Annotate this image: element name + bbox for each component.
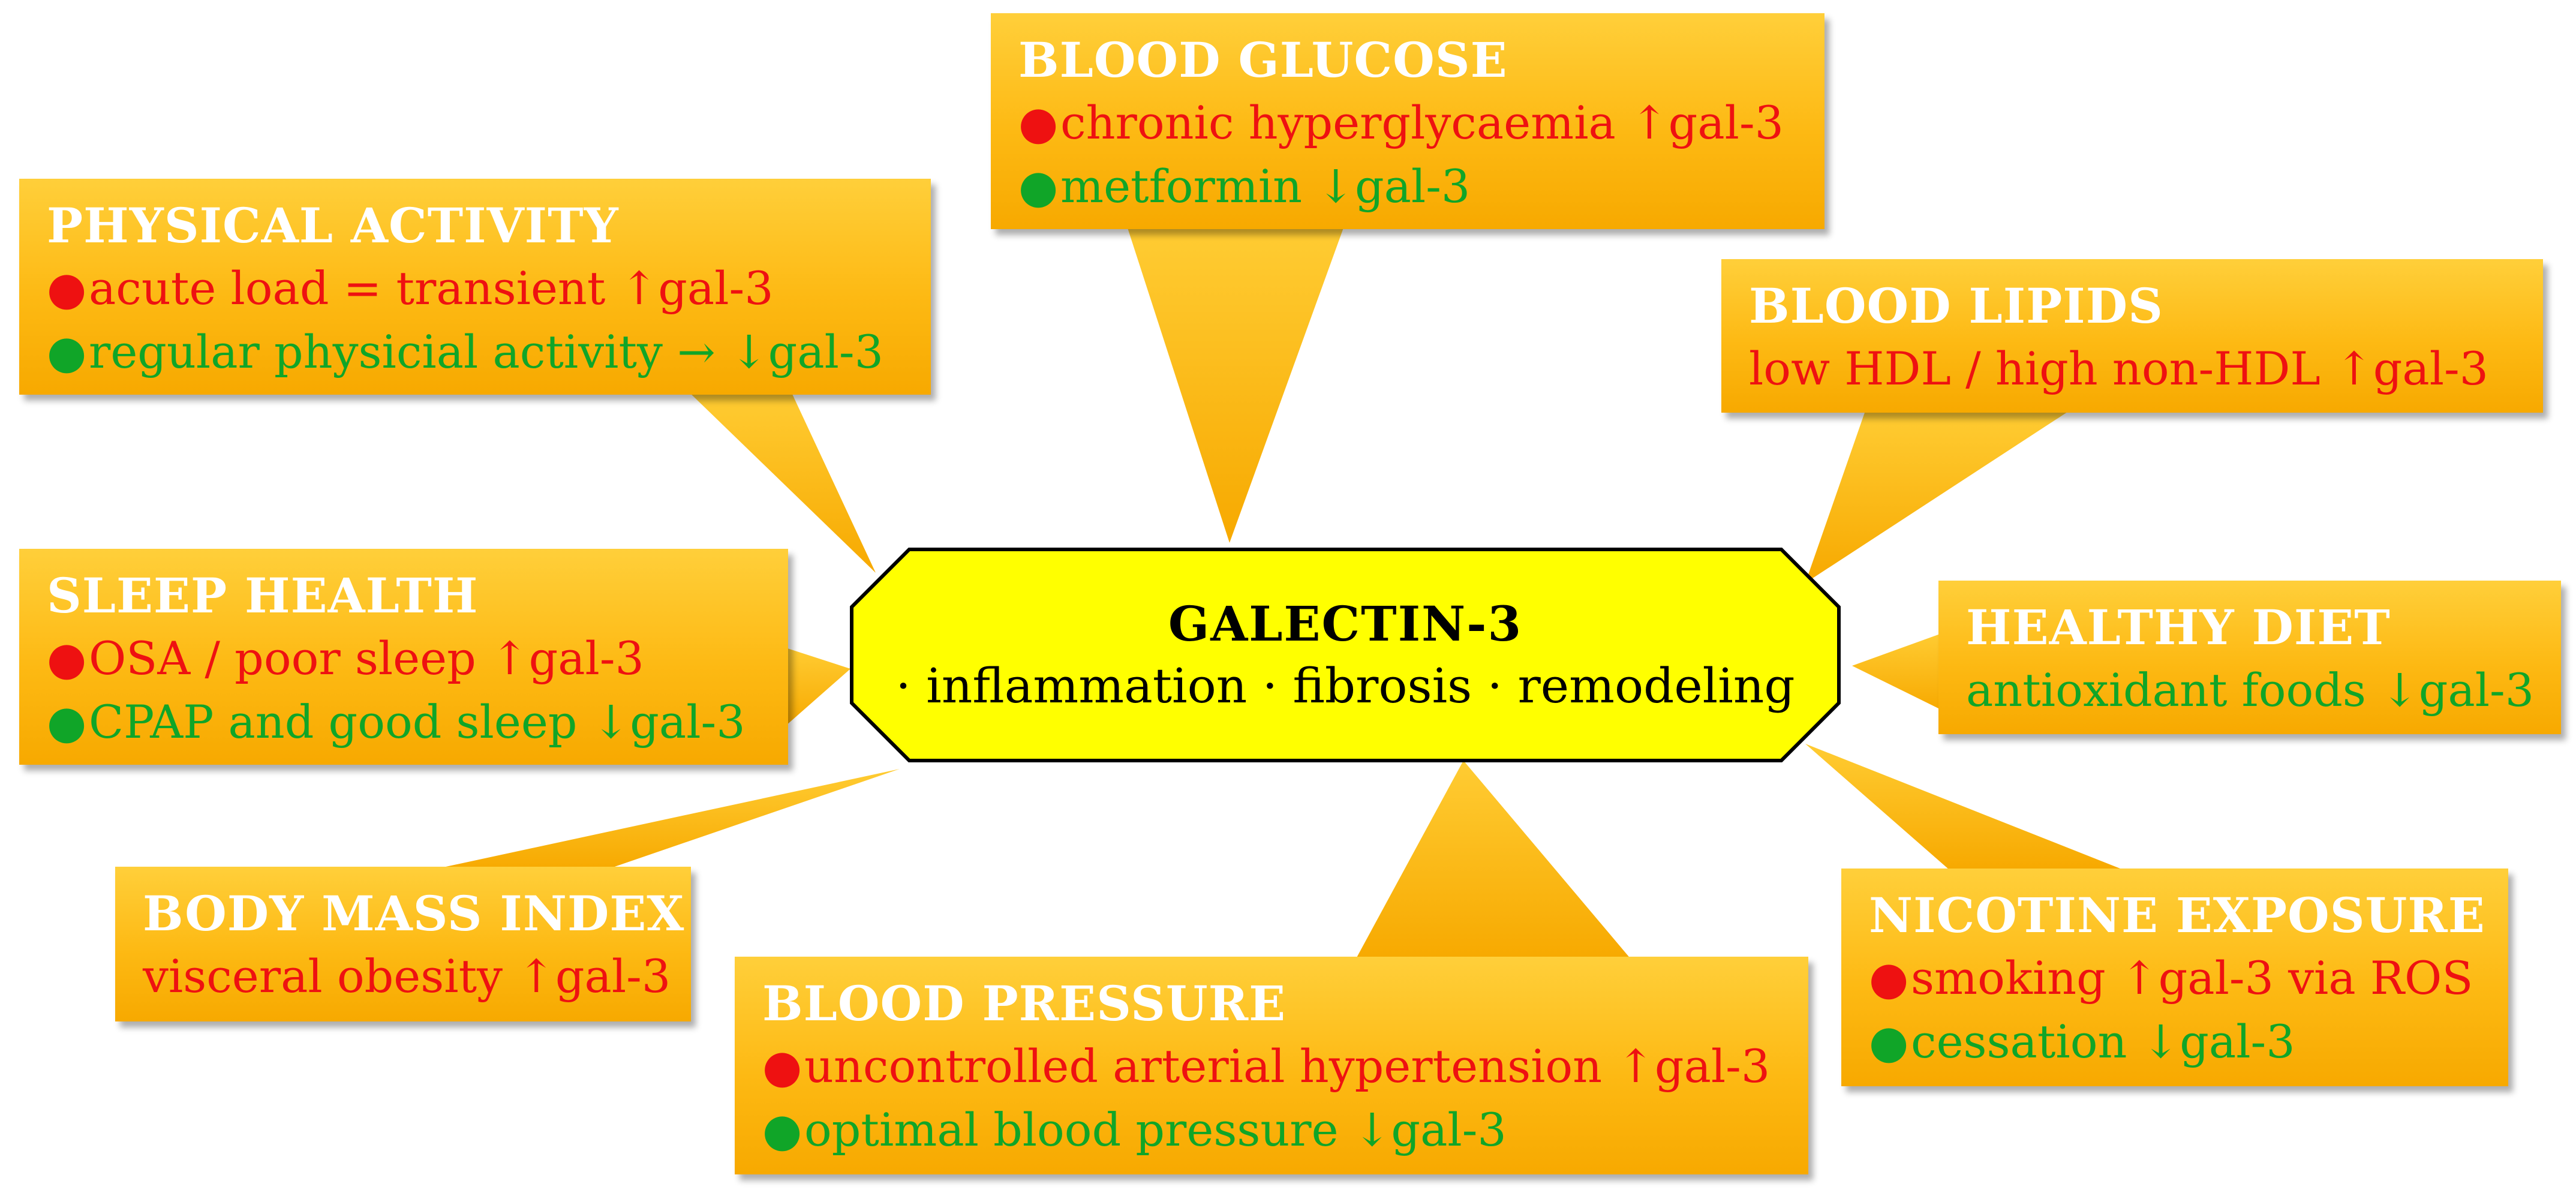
pointer-healthy-diet (1852, 633, 1943, 711)
sleep-health-line: ●OSA / poor sleep ↑gal-3 (47, 627, 764, 690)
blood-lipids-title: BLOOD LIPIDS (1749, 278, 2163, 334)
blood-pressure-box: BLOOD PRESSURE ●uncontrolled arterial hy… (735, 957, 1808, 1174)
increase-bullet-icon: ● (762, 1039, 802, 1093)
sleep-health-box: SLEEP HEALTH ●OSA / poor sleep ↑gal-3 ●C… (19, 549, 788, 765)
decrease-bullet-icon: ● (762, 1103, 802, 1156)
blood-pressure-line: ●uncontrolled arterial hypertension ↑gal… (762, 1035, 1784, 1098)
pointer-nicotine-exposure (1805, 744, 2123, 870)
sleep-health-increase-text: OSA / poor sleep ↑gal-3 (89, 632, 644, 685)
body-mass-index-line: visceral obesity ↑gal-3 (143, 945, 671, 1008)
galectin-3-node (850, 548, 1841, 762)
blood-glucose-increase-text: chronic hyperglycaemia ↑gal-3 (1060, 96, 1784, 149)
pointer-blood-lipids (1805, 411, 2069, 583)
blood-glucose-line: ●chronic hyperglycaemia ↑gal-3 (1018, 91, 1801, 155)
physical-activity-increase-text: acute load = transient ↑gal-3 (89, 262, 774, 315)
physical-activity-line: ●acute load = transient ↑gal-3 (47, 257, 907, 320)
blood-glucose-title: BLOOD GLUCOSE (1018, 32, 1508, 88)
blood-pressure-increase-text: uncontrolled arterial hypertension ↑gal-… (804, 1039, 1771, 1093)
body-mass-index-title: BODY MASS INDEX (143, 885, 685, 942)
blood-pressure-decrease-text: optimal blood pressure ↓gal-3 (804, 1103, 1507, 1156)
increase-bullet-icon: ● (1018, 96, 1059, 149)
blood-pressure-line: ●optimal blood pressure ↓gal-3 (762, 1098, 1784, 1162)
blood-lipids-box: BLOOD LIPIDS low HDL / high non-HDL ↑gal… (1721, 259, 2543, 413)
body-mass-index-increase-text: visceral obesity ↑gal-3 (143, 949, 671, 1003)
body-mass-index-box: BODY MASS INDEX visceral obesity ↑gal-3 (115, 867, 691, 1021)
blood-lipids-line: low HDL / high non-HDL ↑gal-3 (1749, 337, 2519, 401)
physical-activity-title: PHYSICAL ACTIVITY (47, 197, 619, 254)
physical-activity-decrease-text: regular physicial activity → ↓gal-3 (89, 325, 883, 378)
healthy-diet-line: antioxidant foods ↓gal-3 (1966, 659, 2537, 722)
decrease-bullet-icon: ● (1018, 160, 1059, 213)
increase-bullet-icon: ● (47, 632, 87, 685)
pointer-blood-pressure (1355, 761, 1631, 960)
nicotine-exposure-decrease-text: cessation ↓gal-3 (1911, 1015, 2295, 1068)
sleep-health-title: SLEEP HEALTH (47, 567, 479, 624)
healthy-diet-decrease-text: antioxidant foods ↓gal-3 (1966, 663, 2535, 717)
decrease-bullet-icon: ● (47, 695, 87, 749)
sleep-health-line: ●CPAP and good sleep ↓gal-3 (47, 690, 764, 754)
pointer-body-mass-index (432, 769, 900, 870)
blood-glucose-decrease-text: metformin ↓gal-3 (1060, 160, 1471, 213)
sleep-health-decrease-text: CPAP and good sleep ↓gal-3 (89, 695, 746, 749)
blood-glucose-line: ●metformin ↓gal-3 (1018, 155, 1801, 218)
healthy-diet-title: HEALTHY DIET (1966, 599, 2391, 656)
physical-activity-line: ●regular physicial activity → ↓gal-3 (47, 320, 907, 384)
decrease-bullet-icon: ● (47, 325, 87, 378)
galectin-3-label: GALECTIN-3 · inflammation · fibrosis · r… (849, 547, 1841, 763)
blood-lipids-increase-text: low HDL / high non-HDL ↑gal-3 (1749, 342, 2489, 395)
galectin-3-octagon (850, 548, 1841, 762)
pointer-sleep-health (786, 648, 850, 726)
nicotine-exposure-title: NICOTINE EXPOSURE (1869, 887, 2485, 943)
physical-activity-box: PHYSICAL ACTIVITY ●acute load = transien… (19, 179, 931, 395)
galectin-3-subtitle: · inflammation · fibrosis · remodeling (895, 658, 1795, 714)
nicotine-exposure-line: ●smoking ↑gal-3 via ROS (1869, 946, 2484, 1010)
increase-bullet-icon: ● (47, 262, 87, 315)
pointer-physical-activity (690, 393, 876, 573)
blood-glucose-box: BLOOD GLUCOSE ●chronic hyperglycaemia ↑g… (991, 13, 1824, 229)
pointer-blood-glucose (1128, 228, 1343, 543)
blood-pressure-title: BLOOD PRESSURE (762, 975, 1287, 1032)
nicotine-exposure-line: ●cessation ↓gal-3 (1869, 1010, 2484, 1074)
decrease-bullet-icon: ● (1869, 1015, 1909, 1068)
galectin-3-title: GALECTIN-3 (1168, 596, 1523, 652)
nicotine-exposure-box: NICOTINE EXPOSURE ●smoking ↑gal-3 via RO… (1841, 869, 2508, 1086)
healthy-diet-box: HEALTHY DIET antioxidant foods ↓gal-3 (1938, 581, 2561, 734)
nicotine-exposure-increase-text: smoking ↑gal-3 via ROS (1911, 951, 2473, 1005)
increase-bullet-icon: ● (1869, 951, 1909, 1005)
